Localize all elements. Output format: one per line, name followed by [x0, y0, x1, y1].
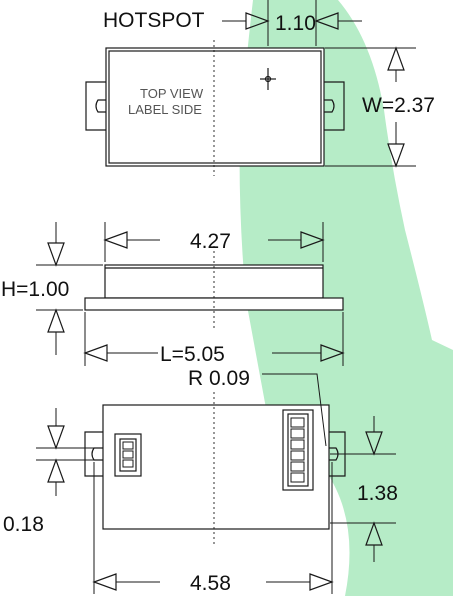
slot-dim: 0.18: [3, 513, 44, 536]
height-arrow-top: [47, 242, 65, 267]
hotspot-label: HOTSPOT: [103, 9, 205, 32]
right-mount-slot: [324, 99, 335, 113]
slot-arrow-bottom: [47, 458, 65, 483]
top-view-inner-edge: [108, 50, 322, 164]
right-mount-tab: [324, 81, 345, 131]
mount-spacing-arrow-left: [92, 573, 117, 591]
top-view-label-line1: TOP VIEW: [140, 86, 204, 101]
slot-arrow-top: [47, 425, 65, 450]
left-mount-slot: [95, 99, 106, 113]
mount-offset-dim: 1.38: [357, 482, 398, 505]
width-dim: W=2.37: [362, 94, 435, 117]
overall-length-dim: L=5.05: [160, 343, 225, 366]
width-arrow-top: [387, 46, 405, 71]
height-dim: H=1.00: [1, 278, 69, 301]
width-arrow-bottom: [387, 143, 405, 168]
hotspot-arrow: [245, 12, 270, 30]
top-view-body: [105, 47, 325, 167]
mount-spacing-dim: 4.58: [190, 572, 231, 595]
top-view: [85, 0, 416, 176]
mount-offset-arrow-top: [365, 431, 383, 456]
right-connector: [282, 409, 314, 491]
top-view-label-line2: LABEL SIDE: [128, 102, 202, 117]
hotspot-offset-dim: 1.10: [275, 12, 316, 35]
height-arrow-bottom: [47, 308, 65, 333]
side-view-flange: [84, 297, 344, 311]
top-length-arrow-right: [300, 231, 325, 249]
bottom-view: [36, 373, 396, 594]
hotspot-marker: [260, 68, 276, 90]
overall-length-arrow-left: [83, 344, 108, 362]
top-length-dim: 4.27: [190, 230, 231, 253]
left-connector: [114, 433, 142, 477]
top-length-arrow-left: [103, 231, 128, 249]
overall-length-arrow-right: [320, 344, 345, 362]
side-view: [36, 222, 345, 366]
left-mount-tab: [85, 81, 106, 131]
mount-spacing-arrow-right: [309, 573, 334, 591]
radius-dim: R 0.09: [188, 367, 250, 390]
bottom-left-slot: [91, 447, 103, 461]
